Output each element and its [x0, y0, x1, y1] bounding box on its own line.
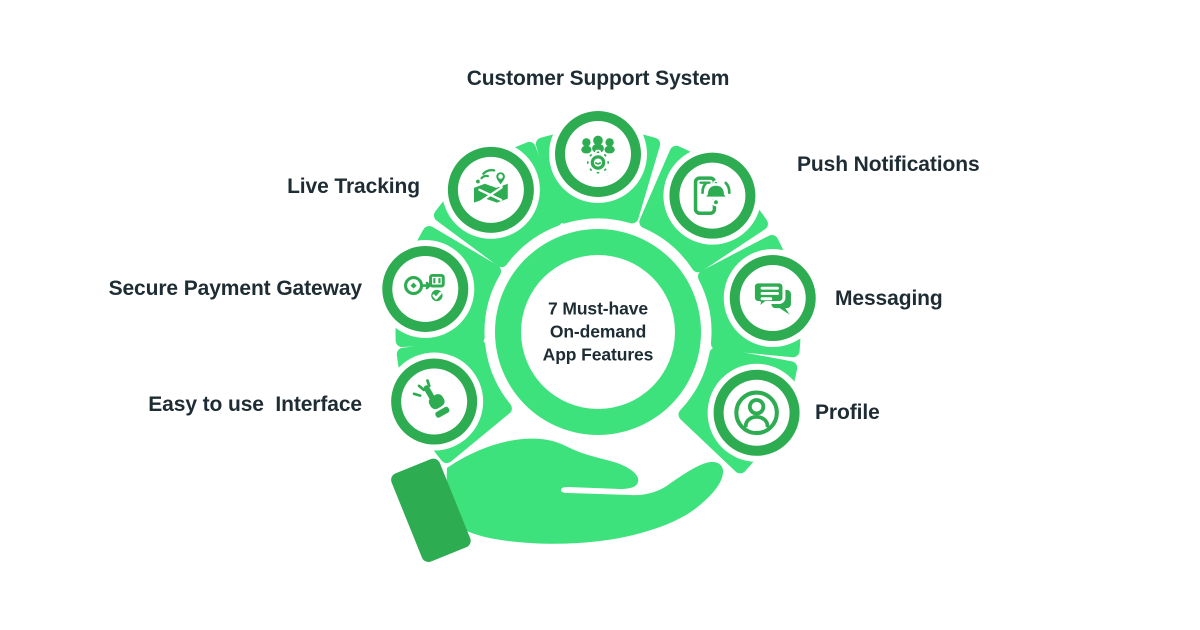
profile-node [707, 363, 806, 462]
center-title: 7 Must-have On-demand App Features [542, 298, 654, 365]
messaging-node [723, 249, 822, 348]
push-notifications-node [663, 146, 762, 245]
sleeve-cuff [391, 458, 471, 562]
center-ring [495, 229, 701, 435]
tap-gesture-node [385, 352, 484, 451]
feature-label-push-notifications: Push Notifications [797, 153, 980, 176]
tap-gesture-icon [412, 379, 450, 418]
feature-label-secure-payment-gateway: Secure Payment Gateway [108, 277, 363, 300]
feature-icon-nodes [376, 105, 822, 462]
feature-label-profile: Profile [815, 401, 880, 424]
profile-icon [734, 390, 779, 436]
messaging-icon [751, 280, 791, 315]
customer-support-node [549, 105, 647, 203]
secure-payment-icon [404, 273, 445, 304]
hand-palm [446, 438, 724, 544]
secure-payment-node [376, 239, 475, 338]
feature-label-live-tracking: Live Tracking [287, 175, 420, 198]
live-tracking-icon [474, 169, 508, 203]
icon-disc [392, 255, 459, 322]
center-circle [521, 255, 675, 409]
holding-hand [391, 438, 724, 562]
customer-support-icon [581, 135, 615, 176]
feature-label-messaging: Messaging [835, 287, 943, 310]
push-notifications-icon [693, 176, 731, 215]
feature-label-easy-to-use-interface: Easy to use Interface [148, 393, 362, 416]
feature-label-customer-support-system: Customer Support System [466, 67, 730, 90]
live-tracking-node [441, 140, 540, 239]
